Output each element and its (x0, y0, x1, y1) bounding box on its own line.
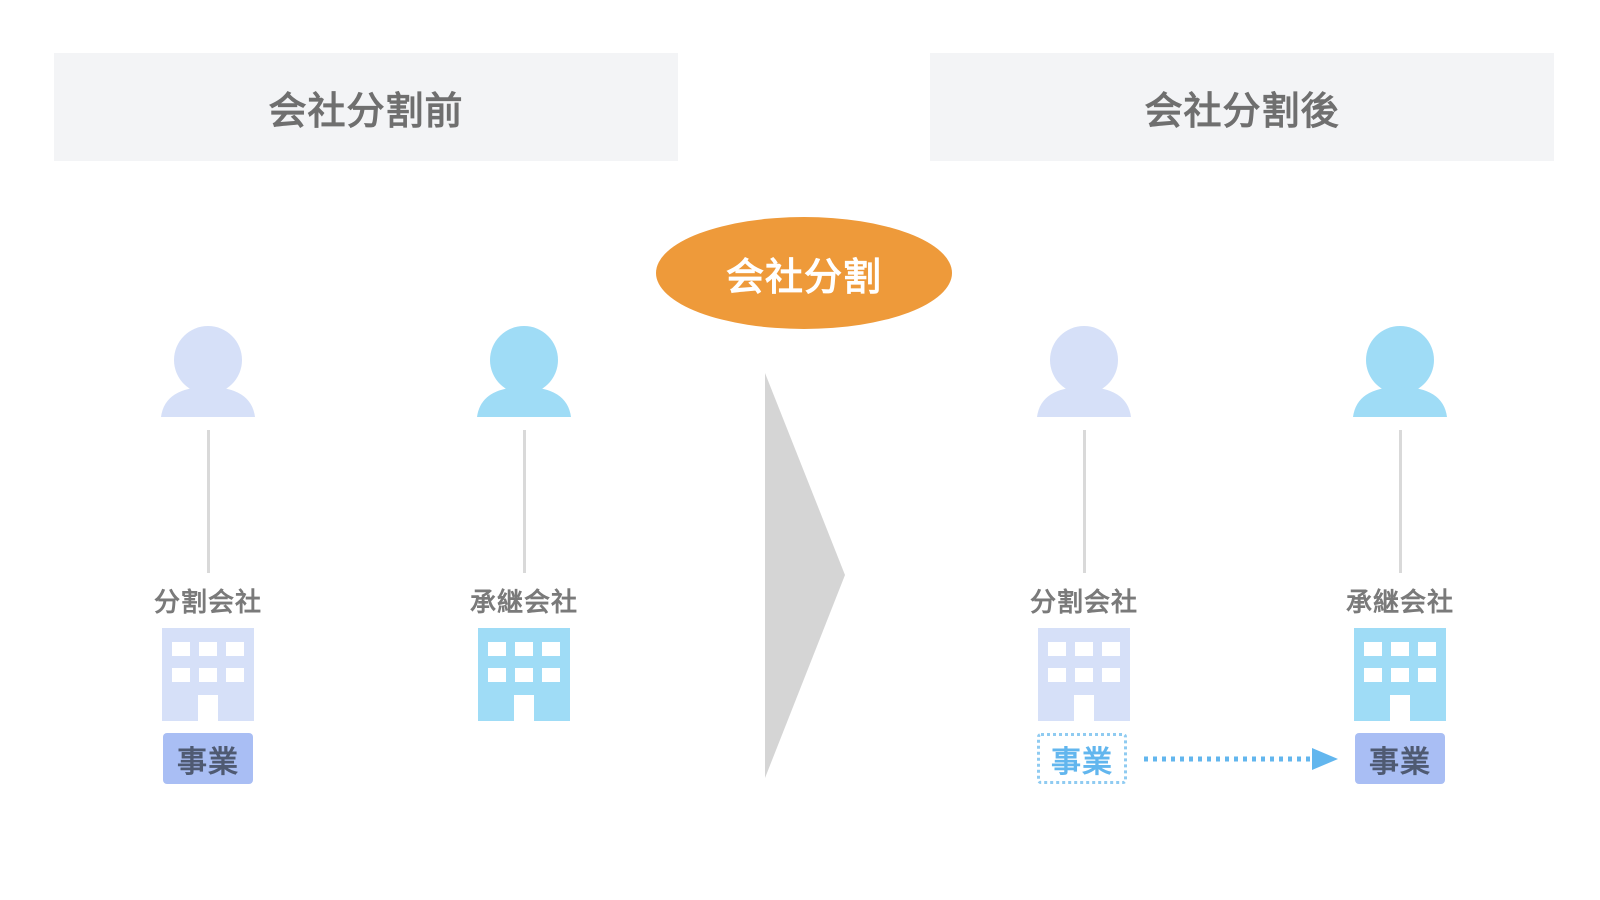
company-split-badge: 会社分割 (656, 217, 952, 329)
chevron-right-icon (765, 373, 845, 778)
person-icon (161, 326, 255, 417)
successor-company-label: 承継会社 (469, 588, 578, 618)
header-after-split: 会社分割後 (930, 53, 1554, 161)
business-box: 事業 (1355, 733, 1445, 784)
ownership-line (523, 430, 526, 573)
ownership-line (1083, 430, 1086, 573)
header-before-split: 会社分割前 (54, 53, 678, 161)
person-icon (477, 326, 571, 417)
business-box: 事業 (163, 733, 253, 784)
successor-company-label: 承継会社 (1345, 588, 1454, 618)
building-icon (162, 628, 254, 721)
ownership-line (207, 430, 210, 573)
dotted-arrow-icon (1144, 748, 1338, 770)
person-icon (1353, 326, 1447, 417)
building-icon (1354, 628, 1446, 721)
ownership-line (1399, 430, 1402, 573)
person-icon (1037, 326, 1131, 417)
transferred-business-box: 事業 (1037, 733, 1127, 784)
building-icon (478, 628, 570, 721)
splitting-company-label: 分割会社 (153, 588, 262, 618)
splitting-company-label: 分割会社 (1029, 588, 1138, 618)
building-icon (1038, 628, 1130, 721)
